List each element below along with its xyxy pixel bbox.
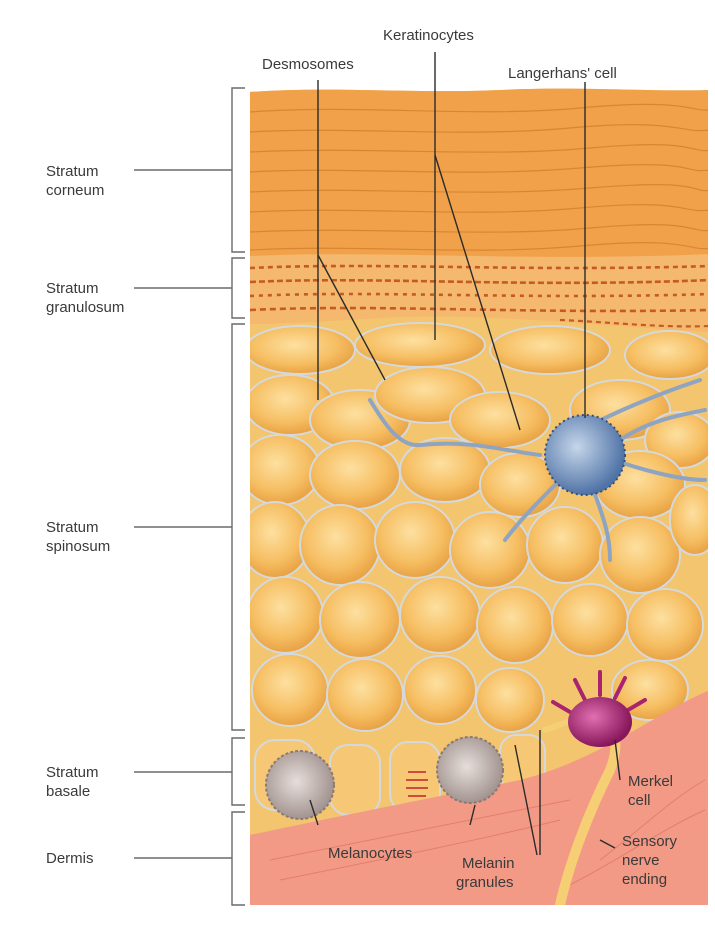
label-desmosomes: Desmosomes xyxy=(262,56,354,73)
bracket-basale xyxy=(232,738,245,805)
langerhans-cell xyxy=(545,415,625,495)
label-stratum-corneum: Stratum corneum xyxy=(46,163,104,199)
label-stratum-granulosum: Stratum granulosum xyxy=(46,280,124,316)
label-dermis: Dermis xyxy=(46,850,94,867)
label-stratum-spinosum: Stratum spinosum xyxy=(46,519,110,555)
layer-brackets xyxy=(134,88,245,905)
label-melanocytes: Melanocytes xyxy=(328,845,412,862)
label-langerhans-cell: Langerhans' cell xyxy=(508,65,617,82)
label-keratinocytes: Keratinocytes xyxy=(383,27,474,44)
bracket-granulosum xyxy=(232,258,245,318)
bracket-corneum xyxy=(232,88,245,252)
stratum-corneum-layer xyxy=(250,80,710,258)
bracket-spinosum xyxy=(232,324,245,730)
melanocyte-right xyxy=(437,737,503,803)
melanocyte-left xyxy=(266,751,334,819)
label-stratum-basale: Stratum basale xyxy=(46,764,103,800)
bracket-dermis xyxy=(232,812,245,905)
